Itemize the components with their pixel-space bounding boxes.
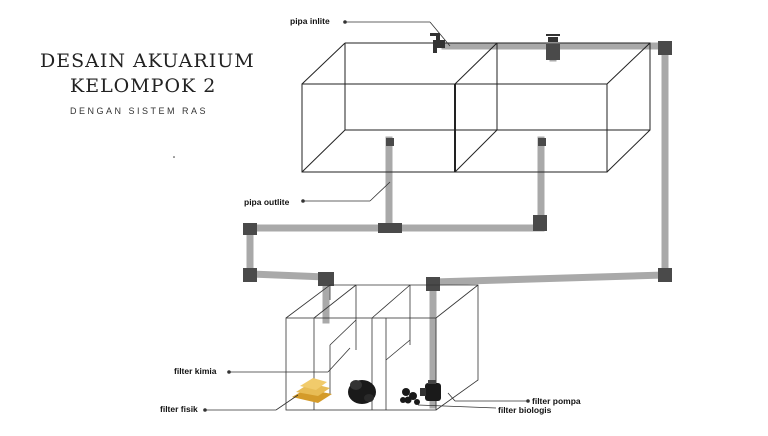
faucet-icon (430, 33, 445, 53)
label-filter-biologis: filter biologis (498, 405, 552, 415)
tank-front-left (301, 83, 456, 173)
sponge-icon (292, 378, 332, 403)
joint (318, 272, 334, 286)
outlet-pipe-right (385, 136, 545, 232)
joint (426, 277, 440, 291)
pipe-joints (243, 41, 672, 291)
joint (243, 268, 257, 282)
carbon-icon (348, 380, 376, 404)
main-tank (301, 42, 651, 173)
bio-ball-icon (400, 388, 420, 405)
label-filter-kimia: filter kimia (174, 366, 217, 376)
label-filter-pompa: filter pompa (532, 396, 581, 406)
label-filter-fisik: filter fisik (160, 404, 198, 414)
subtitle: DENGAN SISTEM RAS (70, 106, 209, 116)
joint (243, 223, 257, 235)
joint (538, 138, 546, 146)
filter-tank (285, 284, 479, 411)
joint (533, 215, 547, 231)
joint (378, 223, 402, 233)
joint (658, 268, 672, 282)
pipe-network (246, 42, 669, 409)
title-line-1: DESAIN AKUARIUM (40, 50, 255, 72)
leader-dots (173, 20, 530, 412)
title-line-2: KELOMPOK 2 (70, 75, 217, 97)
joint (546, 44, 560, 60)
label-pipa-outlite: pipa outlite (244, 197, 290, 207)
leader-lines (205, 21, 528, 411)
tank-front-right (454, 83, 608, 173)
joint (658, 41, 672, 55)
faucet-icon (546, 34, 560, 42)
pump-icon (420, 380, 441, 401)
joint (386, 138, 394, 146)
label-pipa-inlite: pipa inlite (290, 16, 330, 26)
